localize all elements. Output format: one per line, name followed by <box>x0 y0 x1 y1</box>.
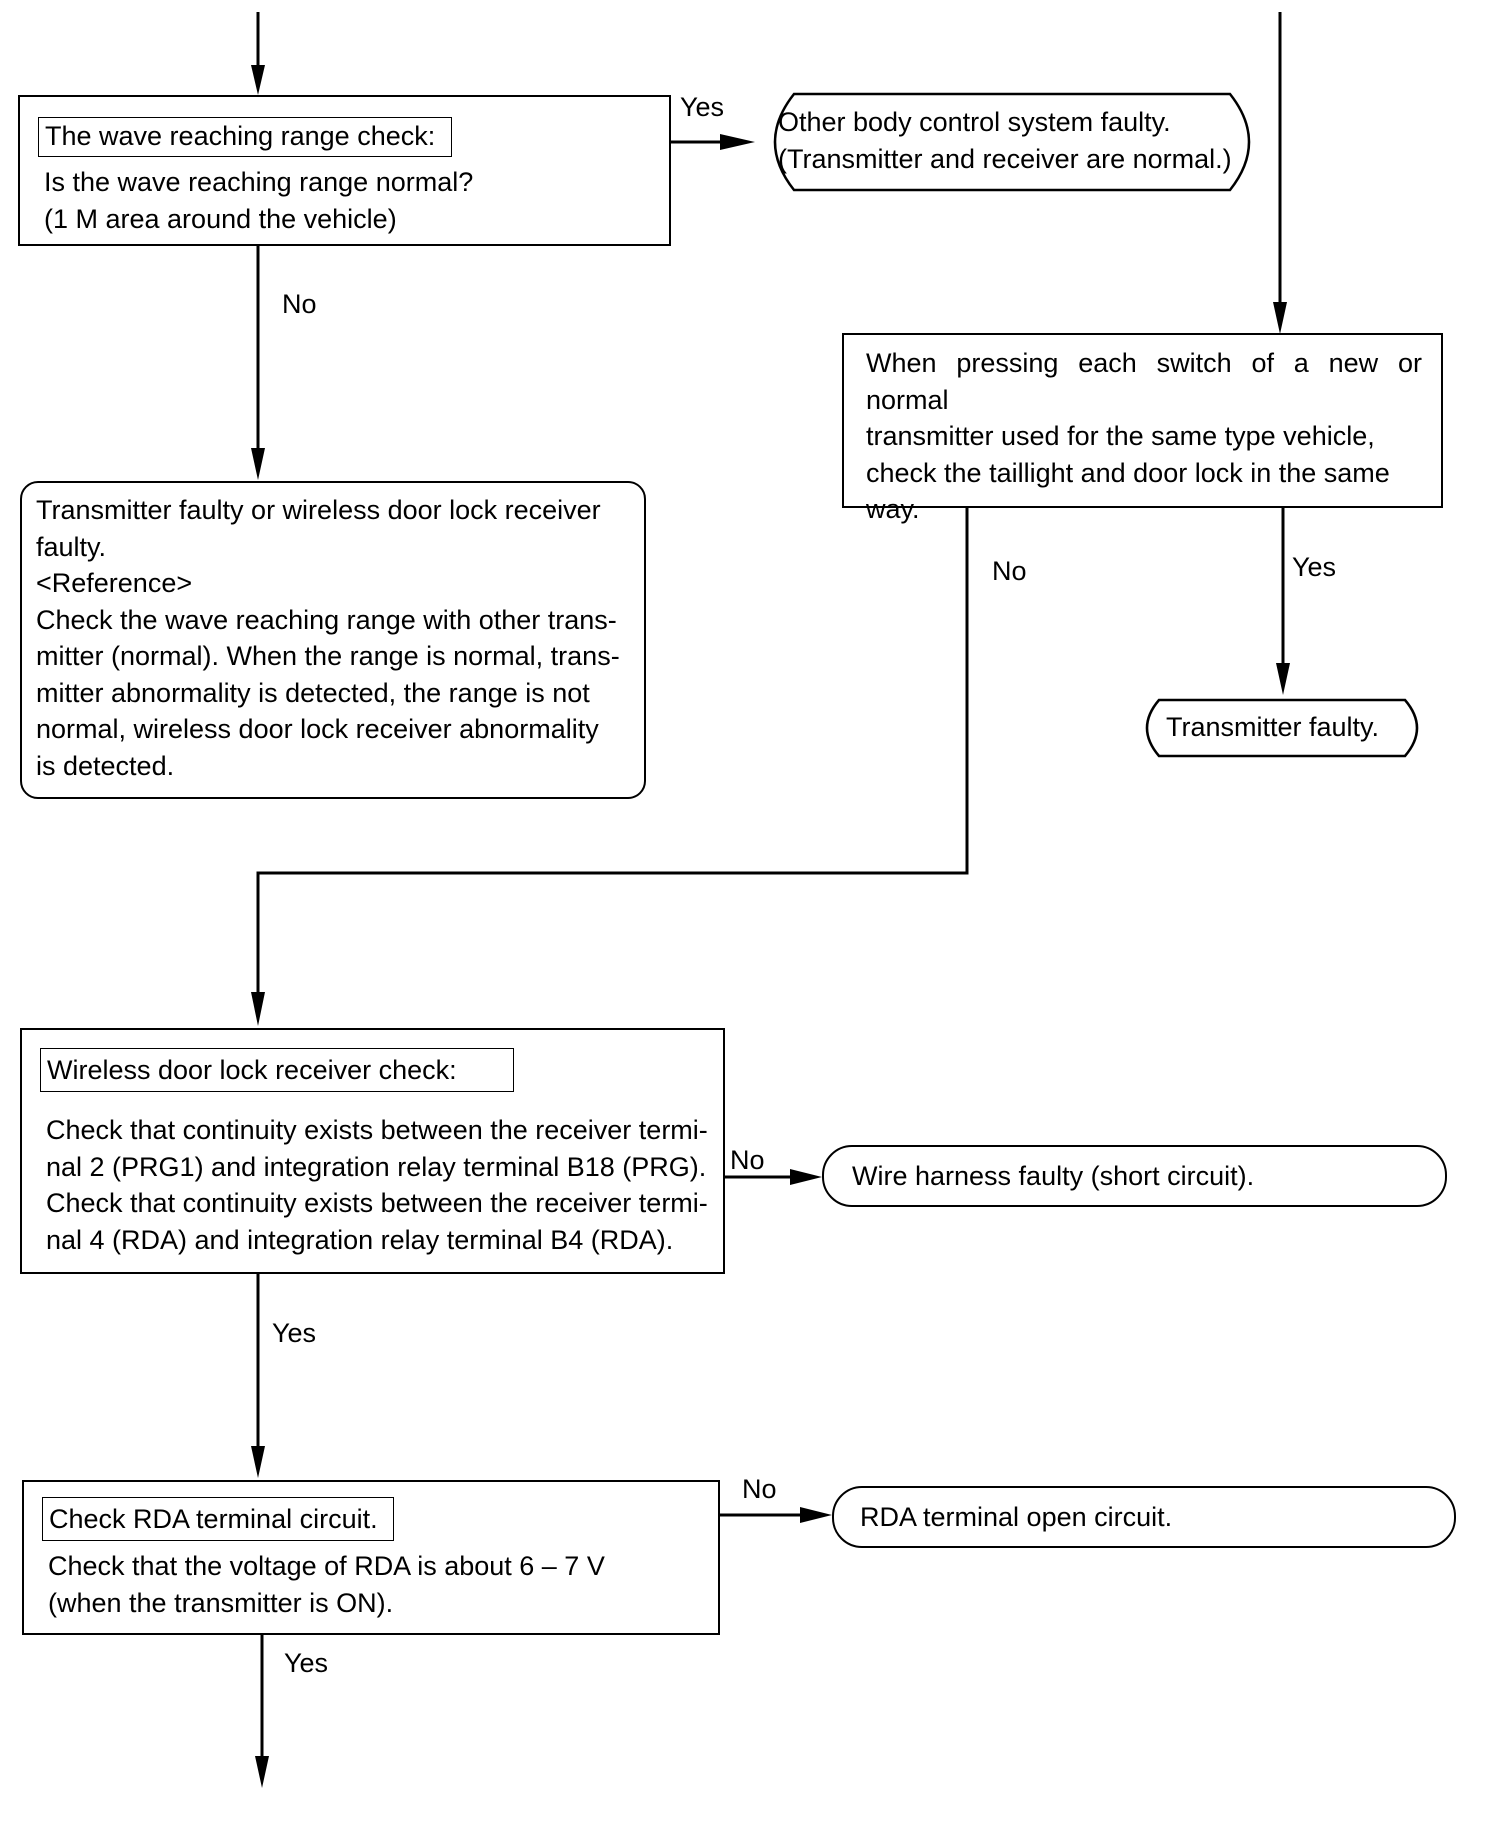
label-wave-yes: Yes <box>680 92 725 122</box>
rda-check-text: Check that the voltage of RDA is about 6… <box>48 1548 708 1621</box>
harness-faulty-box: Wire harness faulty (short circuit). <box>822 1145 1447 1207</box>
new-check-line: When pressing each switch of a new or no… <box>866 348 1422 415</box>
arrow-new-no <box>256 508 969 992</box>
transmitter-receiver-faulty-text: Transmitter faulty or wireless door lock… <box>36 492 634 784</box>
other-body-faulty-text: Other body control system faulty. (Trans… <box>778 104 1258 177</box>
label-rda-yes: Yes <box>284 1648 329 1678</box>
receiver-check-box: Wireless door lock receiver check: Check… <box>20 1028 725 1274</box>
wave-check-question: Is the wave reaching range normal? (1 M … <box>44 164 654 237</box>
label-wave-no: No <box>282 289 317 319</box>
new-check-line: transmitter used for the same type vehic… <box>866 421 1375 451</box>
faulty-line: <Reference> <box>36 568 193 598</box>
transmitter-faulty-text: Transmitter faulty. <box>1166 712 1380 742</box>
rda-check-heading: Check RDA terminal circuit. <box>42 1497 394 1541</box>
label-rda-no: No <box>742 1474 777 1504</box>
wave-check-box: The wave reaching range check: Is the wa… <box>18 95 671 246</box>
new-check-line: way. <box>866 494 920 524</box>
rda-open-box: RDA terminal open circuit. <box>832 1486 1456 1548</box>
receiver-check-text: Check that continuity exists between the… <box>46 1112 716 1258</box>
rda-check-line: Check that the voltage of RDA is about 6… <box>48 1551 605 1581</box>
label-receiver-no: No <box>730 1145 765 1175</box>
wave-check-line: (1 M area around the vehicle) <box>44 203 397 234</box>
other-body-shape <box>773 92 1251 192</box>
new-transmitter-check-text: When pressing each switch of a new or no… <box>866 345 1422 528</box>
faulty-line: Check the wave reaching range with other… <box>36 604 617 635</box>
new-transmitter-check-box: When pressing each switch of a new or no… <box>842 333 1443 524</box>
faulty-line: is detected. <box>36 750 175 781</box>
faulty-line: normal, wireless door lock receiver abno… <box>36 714 599 744</box>
harness-faulty-text: Wire harness faulty (short circuit). <box>852 1161 1255 1191</box>
rda-check-line: (when the transmitter is ON). <box>48 1587 394 1618</box>
rda-open-text: RDA terminal open circuit. <box>860 1502 1173 1532</box>
receiver-check-line: nal 2 (PRG1) and integration relay termi… <box>46 1151 707 1182</box>
receiver-check-line: Check that continuity exists between the… <box>46 1188 708 1218</box>
label-new-no: No <box>992 556 1027 586</box>
label-receiver-yes: Yes <box>272 1318 317 1348</box>
receiver-check-line: nal 4 (RDA) and integration relay termin… <box>46 1224 674 1255</box>
transmitter-faulty-shape <box>1145 698 1419 758</box>
faulty-line: mitter abnormality is detected, the rang… <box>36 677 590 708</box>
faulty-line: Transmitter faulty or wireless door lock… <box>36 495 601 525</box>
faulty-line: mitter (normal). When the range is norma… <box>36 641 620 671</box>
receiver-check-line: Check that continuity exists between the… <box>46 1115 708 1145</box>
transmitter-receiver-faulty-box: Transmitter faulty or wireless door lock… <box>20 481 646 799</box>
wave-check-line: Is the wave reaching range normal? <box>44 167 474 197</box>
receiver-check-heading: Wireless door lock receiver check: <box>40 1048 514 1092</box>
other-body-line: (Transmitter and receiver are normal.) <box>778 143 1232 174</box>
other-body-line: Other body control system faulty. <box>778 107 1171 137</box>
new-check-line: check the taillight and door lock in the… <box>866 457 1390 488</box>
label-new-yes: Yes <box>1292 552 1337 582</box>
faulty-line: faulty. <box>36 531 107 562</box>
rda-check-box: Check RDA terminal circuit. Check that t… <box>22 1480 720 1635</box>
wave-check-heading: The wave reaching range check: <box>38 117 452 157</box>
